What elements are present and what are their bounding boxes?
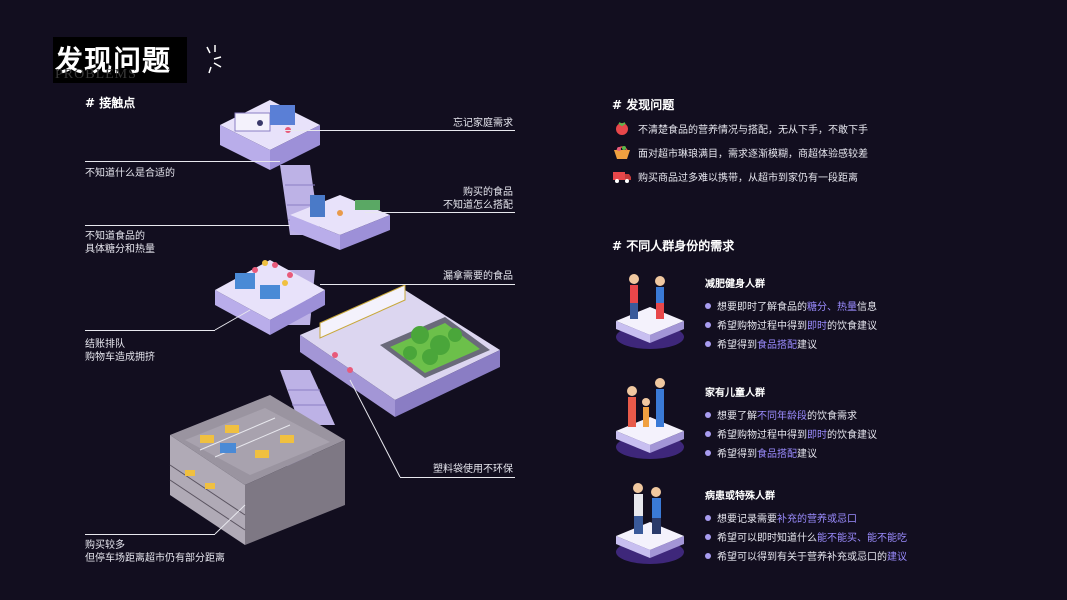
sparkle-icon bbox=[206, 45, 222, 74]
leader-line bbox=[285, 130, 515, 131]
needs-group-family: 家有儿童人群 想要了解不同年龄段的饮食需求 希望购物过程中得到即时的饮食建议 希… bbox=[705, 384, 877, 462]
need-bullet: 希望购物过程中得到即时的饮食建议 bbox=[705, 315, 877, 334]
bullet-highlight: 补充的营养或忌口 bbox=[777, 514, 857, 525]
family-people-illustration bbox=[616, 378, 684, 459]
need-bullet: 希望得到食品搭配建议 bbox=[705, 443, 877, 462]
bullet-highlight: 能不能买、能不能吃 bbox=[817, 533, 907, 544]
tomato-icon bbox=[612, 120, 632, 136]
needs-heading: # 不同人群身份的需求 bbox=[612, 239, 735, 253]
need-bullet: 希望购物过程中得到即时的饮食建议 bbox=[705, 424, 877, 443]
supermarket-isometric-illustration bbox=[169, 100, 500, 545]
bullet-text: 的饮食建议 bbox=[827, 321, 877, 332]
basket-icon bbox=[612, 144, 632, 160]
bullet-text: 希望可以得到有关于营养补充或忌口的 bbox=[717, 552, 887, 563]
touchpoint-label: 购物车造成拥挤 bbox=[85, 352, 155, 363]
problem-item: 面对超市琳琅满目，需求逐渐模糊，商超体验感较差 bbox=[612, 140, 912, 164]
title-block: 发现问题 PROBLEMS bbox=[53, 37, 222, 83]
touchpoint-label: 塑料袋使用不环保 bbox=[433, 464, 513, 475]
touchpoint-label: 购买的食品 bbox=[463, 187, 513, 198]
leader-line bbox=[85, 330, 215, 331]
bullet-highlight: 糖分、热量 bbox=[807, 302, 857, 313]
page-subtitle: PROBLEMS bbox=[55, 67, 137, 82]
problems-list: 不清楚食品的营养情况与搭配，无从下手，不敢下手 面对超市琳琅满目，需求逐渐模糊，… bbox=[612, 116, 912, 188]
bullet-highlight: 建议 bbox=[887, 552, 907, 563]
bullet-text: 希望得到 bbox=[717, 340, 757, 351]
needs-group-fitness: 减肥健身人群 想要即时了解食品的糖分、热量信息 希望购物过程中得到即时的饮食建议… bbox=[705, 275, 877, 353]
bullet-text: 希望可以即时知道什么 bbox=[717, 533, 817, 544]
group-title: 家有儿童人群 bbox=[705, 388, 765, 399]
leader-line bbox=[85, 225, 290, 226]
bullet-text: 想要记录需要 bbox=[717, 514, 777, 525]
touchpoint-label: 不知道怎么搭配 bbox=[443, 200, 513, 211]
leader-line bbox=[85, 534, 215, 535]
problem-text: 购买商品过多难以携带，从超市到家仍有一段距离 bbox=[638, 172, 858, 184]
bullet-text: 信息 bbox=[857, 302, 877, 313]
bullet-text: 想要即时了解食品的 bbox=[717, 302, 807, 313]
bullet-highlight: 食品搭配 bbox=[757, 449, 797, 460]
leader-diagonals bbox=[214, 309, 401, 535]
touchpoint-label: 忘记家庭需求 bbox=[453, 118, 513, 129]
leader-line bbox=[85, 161, 280, 162]
need-bullet: 想要即时了解食品的糖分、热量信息 bbox=[705, 296, 877, 315]
touchpoint-label: 购买较多 bbox=[85, 540, 125, 551]
bullet-highlight: 不同年龄段 bbox=[757, 411, 807, 422]
touchpoints-heading: # 接触点 bbox=[85, 96, 136, 110]
fitness-people-illustration bbox=[616, 274, 684, 349]
touchpoint-label: 不知道什么是合适的 bbox=[85, 168, 175, 179]
bullet-highlight: 即时 bbox=[807, 430, 827, 441]
bullet-text: 建议 bbox=[797, 449, 817, 460]
need-bullet: 想要了解不同年龄段的饮食需求 bbox=[705, 405, 877, 424]
touchpoint-label: 不知道食品的 bbox=[85, 231, 145, 242]
truck-icon bbox=[612, 168, 632, 184]
need-bullet: 想要记录需要补充的营养或忌口 bbox=[705, 508, 907, 527]
bullet-highlight: 食品搭配 bbox=[757, 340, 797, 351]
page-title: 发现问题 bbox=[55, 44, 172, 77]
problem-item: 购买商品过多难以携带，从超市到家仍有一段距离 bbox=[612, 164, 912, 188]
touchpoint-label: 漏拿需要的食品 bbox=[443, 271, 513, 282]
group-title: 病患或特殊人群 bbox=[705, 491, 775, 502]
problem-text: 不清楚食品的营养情况与搭配，无从下手，不敢下手 bbox=[638, 124, 868, 136]
bullet-text: 的饮食需求 bbox=[807, 411, 857, 422]
group-title: 减肥健身人群 bbox=[705, 279, 765, 290]
needs-group-patients: 病患或特殊人群 想要记录需要补充的营养或忌口 希望可以即时知道什么能不能买、能不… bbox=[705, 487, 907, 565]
leader-line bbox=[365, 212, 515, 213]
touchpoint-label: 具体糖分和热量 bbox=[85, 244, 155, 255]
problem-item: 不清楚食品的营养情况与搭配，无从下手，不敢下手 bbox=[612, 116, 912, 140]
bullet-text: 想要了解 bbox=[717, 411, 757, 422]
touchpoint-label: 但停车场距离超市仍有部分距离 bbox=[85, 553, 225, 564]
need-bullet: 希望得到食品搭配建议 bbox=[705, 334, 877, 353]
leader-line bbox=[320, 284, 515, 285]
bullet-text: 建议 bbox=[797, 340, 817, 351]
problems-heading: # 发现问题 bbox=[612, 98, 675, 112]
problem-text: 面对超市琳琅满目，需求逐渐模糊，商超体验感较差 bbox=[638, 148, 868, 160]
need-bullet: 希望可以即时知道什么能不能买、能不能吃 bbox=[705, 527, 907, 546]
bullet-highlight: 即时 bbox=[807, 321, 827, 332]
bullet-text: 希望购物过程中得到 bbox=[717, 321, 807, 332]
bullet-text: 的饮食建议 bbox=[827, 430, 877, 441]
bullet-text: 希望购物过程中得到 bbox=[717, 430, 807, 441]
leader-line bbox=[400, 477, 515, 478]
touchpoint-label: 结账排队 bbox=[85, 339, 125, 350]
need-bullet: 希望可以得到有关于营养补充或忌口的建议 bbox=[705, 546, 907, 565]
patient-people-illustration bbox=[616, 483, 684, 564]
bullet-text: 希望得到 bbox=[717, 449, 757, 460]
